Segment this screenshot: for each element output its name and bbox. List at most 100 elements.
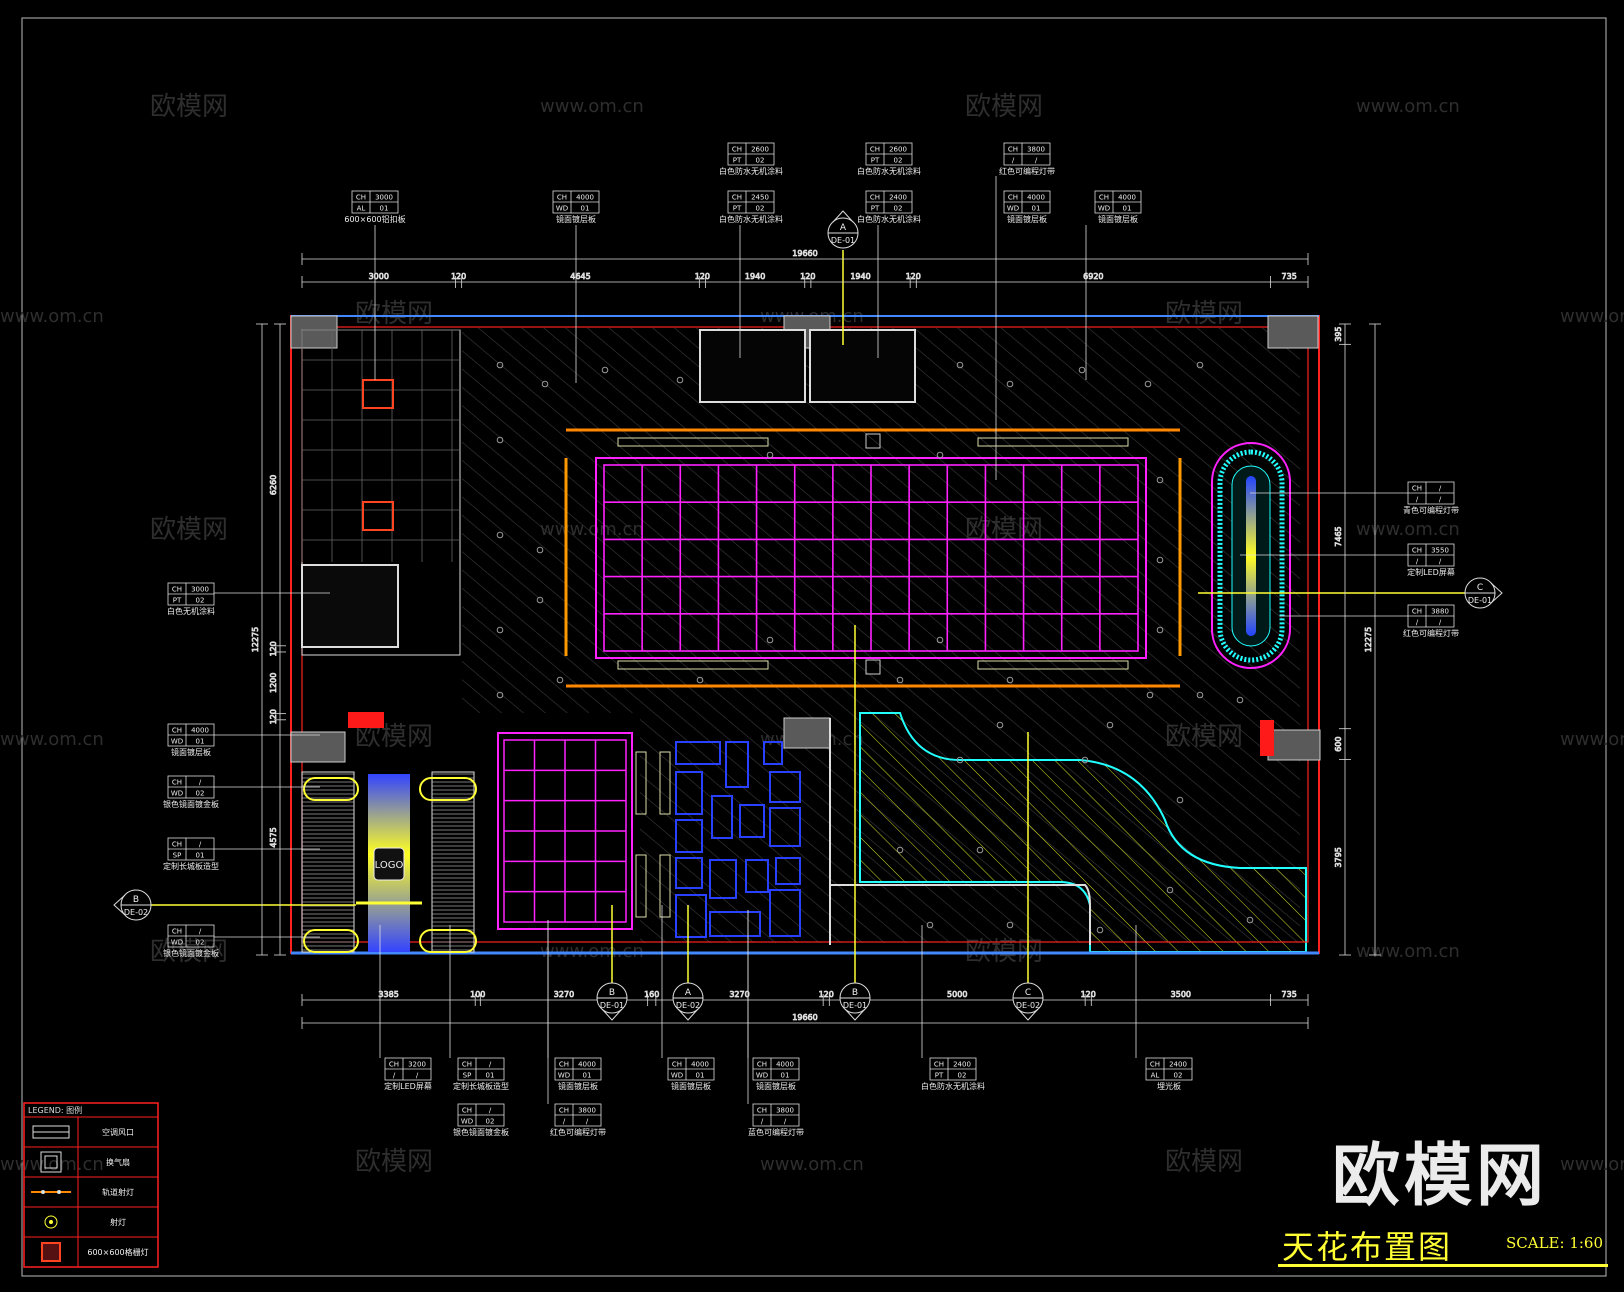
section-marker: BDE-02 xyxy=(113,889,152,921)
section-marker: CDE-02 xyxy=(1012,982,1044,1021)
tag-code: / xyxy=(393,1072,396,1080)
tag-code: / xyxy=(761,1118,764,1126)
tag-label: 红色可编程灯带 xyxy=(1403,628,1459,638)
section-ref: DE-02 xyxy=(1016,1001,1040,1010)
exhaust-fan-top xyxy=(865,433,881,449)
led-screen-strip xyxy=(1246,476,1256,636)
tag-value: 01 xyxy=(1032,205,1041,213)
dimension-label: 12275 xyxy=(1364,627,1373,652)
watermark-text: www.om.cn xyxy=(1356,519,1460,540)
tag-label: 白色防水无机涂料 xyxy=(857,214,921,224)
tag-value: 01 xyxy=(696,1072,705,1080)
section-ref: DE-01 xyxy=(1468,596,1492,605)
aluminium-tile-grid xyxy=(301,329,460,562)
floor-plan xyxy=(138,250,1470,985)
tag-value: 3800 xyxy=(578,1107,596,1115)
linear-light-4 xyxy=(977,660,1129,670)
tag-value: 01 xyxy=(486,1072,495,1080)
tag-code: AL xyxy=(357,205,366,213)
legend-row: 射灯 xyxy=(24,1215,158,1238)
tag-value: 2400 xyxy=(953,1061,971,1069)
tag-code: CH xyxy=(732,146,742,154)
tag-value: 01 xyxy=(581,205,590,213)
tag-value: / xyxy=(1035,157,1038,165)
watermark-text: www.om.cn xyxy=(540,96,644,117)
dimension-label: 3385 xyxy=(378,990,398,999)
tag-label: 600×600铝扣板 xyxy=(344,214,405,224)
dimension-label: 120 xyxy=(906,272,921,281)
tag-value: 3550 xyxy=(1431,547,1449,555)
dimension-label: 3270 xyxy=(554,990,574,999)
tag-code: SP xyxy=(463,1072,472,1080)
section-marker: CDE-01 xyxy=(1464,577,1503,609)
watermark-text: www.om.cn xyxy=(760,1154,864,1175)
tag-label: 镜面镀层板 xyxy=(1007,214,1047,224)
column-mr xyxy=(1267,729,1321,761)
silver-panel-bot-r xyxy=(419,929,477,953)
magenta-grid-ceiling-outer xyxy=(595,457,1147,659)
air-vent-icon xyxy=(32,1125,70,1139)
tag-value: 01 xyxy=(196,852,205,860)
tag-code: WD xyxy=(671,1072,683,1080)
tag-label: 定制长城板造型 xyxy=(453,1081,509,1091)
legend-label: 空调风口 xyxy=(102,1127,134,1137)
legend-row: 空调风口 xyxy=(24,1125,158,1148)
tag-value: / xyxy=(489,1107,492,1115)
tag-label: 埋光板 xyxy=(1157,1081,1181,1091)
section-letter: B xyxy=(133,895,139,905)
tag-code: WD xyxy=(756,1072,768,1080)
tag-code: PT xyxy=(733,205,742,213)
column-tr xyxy=(1267,315,1319,349)
tag-code: / xyxy=(1012,157,1015,165)
silver-panel-bot-l xyxy=(303,929,359,953)
tag-value: 01 xyxy=(781,1072,790,1080)
watermark-logo: 欧模网 xyxy=(1332,1137,1549,1216)
panel-light-1 xyxy=(362,379,394,409)
tag-value: 02 xyxy=(196,790,205,798)
escalator-left xyxy=(301,771,355,953)
dimension-label: 600 xyxy=(1334,737,1343,752)
tag-code: CH xyxy=(462,1061,472,1069)
dimension-label: 735 xyxy=(1282,990,1297,999)
dimension-total: 19660 xyxy=(792,1013,817,1022)
watermark-text: www.om.cn xyxy=(1560,306,1624,327)
tag-code: CH xyxy=(757,1107,767,1115)
section-letter: B xyxy=(609,988,615,998)
dimension-label: 12275 xyxy=(251,627,260,652)
drawing-title: 天花布置图 xyxy=(1282,1228,1453,1266)
linear-light-2 xyxy=(977,437,1129,447)
tag-code: CH xyxy=(934,1061,944,1069)
tag-code: / xyxy=(1416,496,1419,504)
drawing-frame xyxy=(21,17,1607,1277)
escalator-right xyxy=(431,771,475,953)
tag-code: WD xyxy=(171,939,183,947)
tag-code: PT xyxy=(871,205,880,213)
tag-label: 定制LED屏幕 xyxy=(1407,567,1455,577)
dimension-label: 120 xyxy=(695,272,710,281)
left-small-room xyxy=(301,564,399,648)
dimension-label: 120 xyxy=(269,709,278,724)
dimension-label: 1200 xyxy=(269,673,278,693)
dimension-label: 1940 xyxy=(745,272,765,281)
section-ref: DE-01 xyxy=(831,236,855,245)
small-magenta-grid-outer xyxy=(497,732,633,930)
tag-value: 4000 xyxy=(691,1061,709,1069)
watermark-text: www.om.cn xyxy=(1560,729,1624,750)
tag-value: 02 xyxy=(894,157,903,165)
logo-text: LOGO xyxy=(375,860,404,871)
tag-value: 4000 xyxy=(576,194,594,202)
